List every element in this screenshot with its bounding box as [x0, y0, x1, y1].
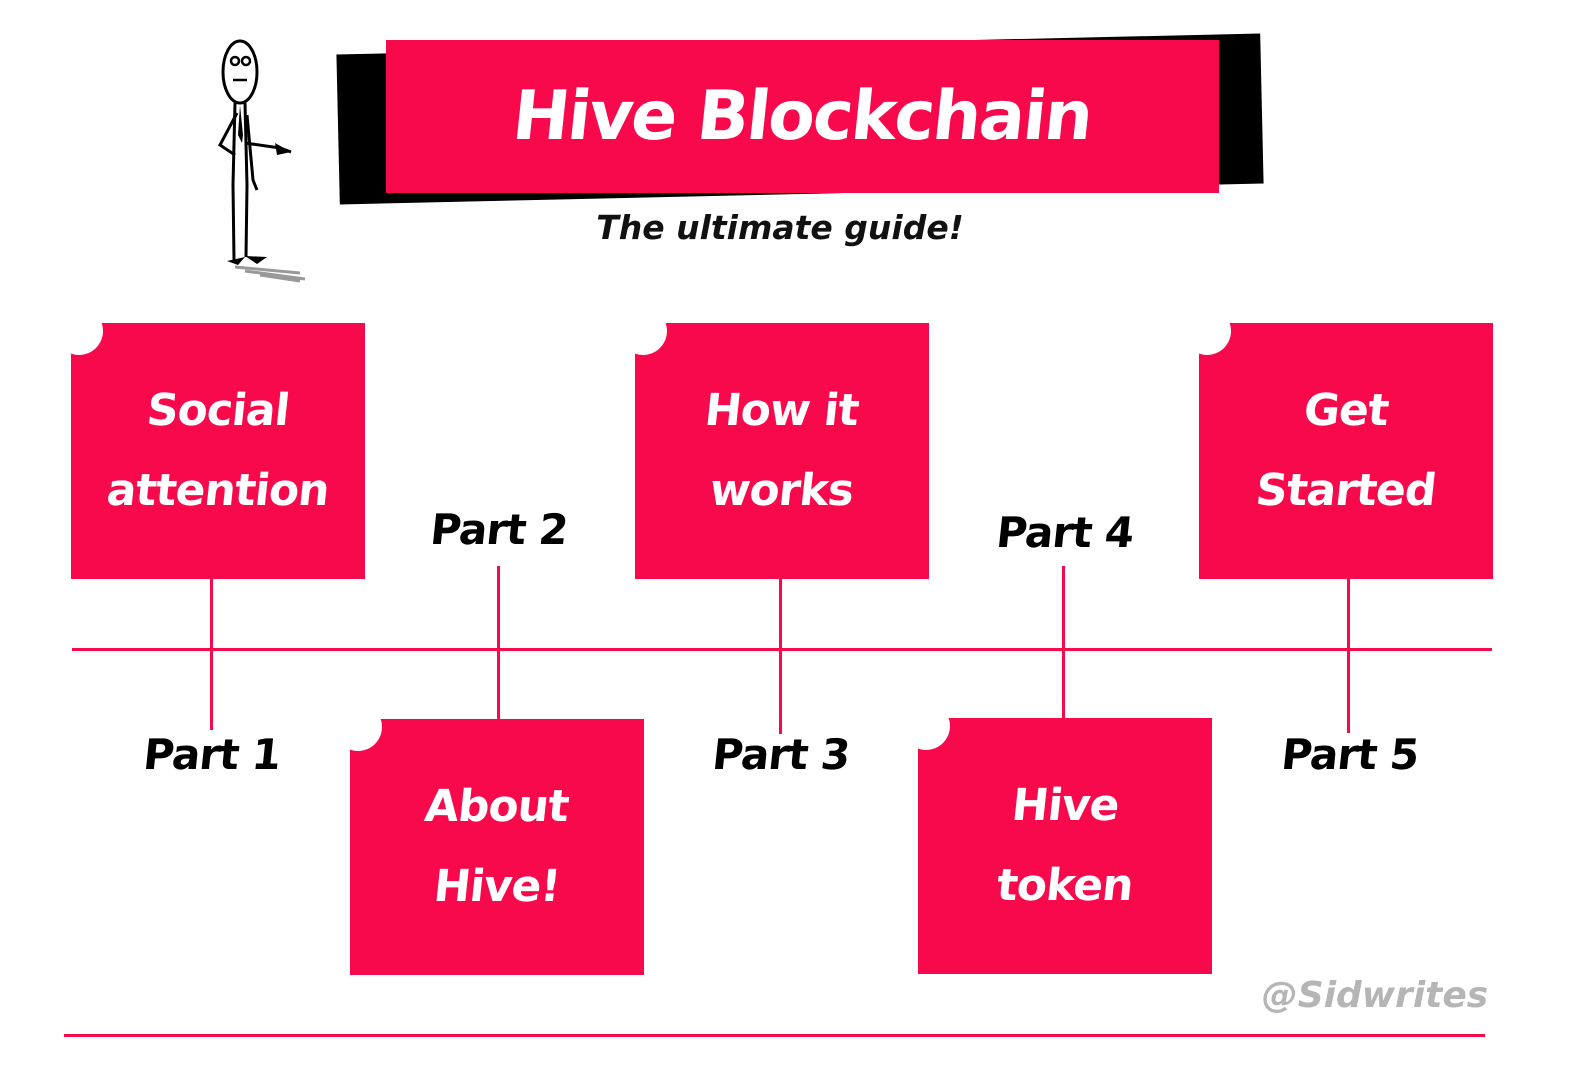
card-line-1: Social — [144, 385, 292, 436]
card-line-2: attention — [104, 465, 332, 516]
page-title: Hive Blockchain — [509, 77, 1096, 156]
card-line-1: Get — [1301, 385, 1391, 436]
part-label-3: Part 3 — [710, 730, 852, 779]
title-banner: Hive Blockchain — [386, 40, 1219, 193]
card-line-1: About — [422, 781, 572, 832]
card-notch — [334, 703, 382, 751]
connector-part-1 — [210, 578, 213, 730]
connector-part-2 — [497, 566, 500, 720]
card-line-1: How it — [702, 385, 862, 436]
card-line-1: Hive — [1009, 780, 1121, 831]
bottom-divider — [64, 1034, 1485, 1037]
card-part-5: Get Started — [1183, 307, 1493, 579]
card-line-2: Started — [1253, 465, 1439, 516]
part-label-1: Part 1 — [141, 730, 283, 779]
card-part-2: About Hive! — [334, 703, 644, 975]
part-label-5: Part 5 — [1279, 730, 1421, 779]
connector-part-3 — [779, 578, 782, 734]
card-notch — [902, 702, 950, 750]
page-subtitle: The ultimate guide! — [596, 208, 964, 247]
timeline-axis — [72, 648, 1492, 651]
card-notch — [55, 307, 103, 355]
part-label-2: Part 2 — [428, 505, 570, 554]
card-notch — [1183, 307, 1231, 355]
card-part-4: Hive token — [902, 702, 1212, 974]
stick-figure-icon — [218, 39, 306, 283]
connector-part-5 — [1347, 578, 1350, 733]
card-line-2: token — [994, 860, 1136, 911]
connector-part-4 — [1062, 566, 1065, 720]
card-part-1: Social attention — [55, 307, 365, 579]
author-handle: @Sidwrites — [1261, 975, 1489, 1016]
card-notch — [619, 307, 667, 355]
card-line-2: Hive! — [431, 861, 563, 912]
card-line-2: works — [707, 465, 857, 516]
part-label-4: Part 4 — [994, 508, 1136, 557]
card-part-3: How it works — [619, 307, 929, 579]
